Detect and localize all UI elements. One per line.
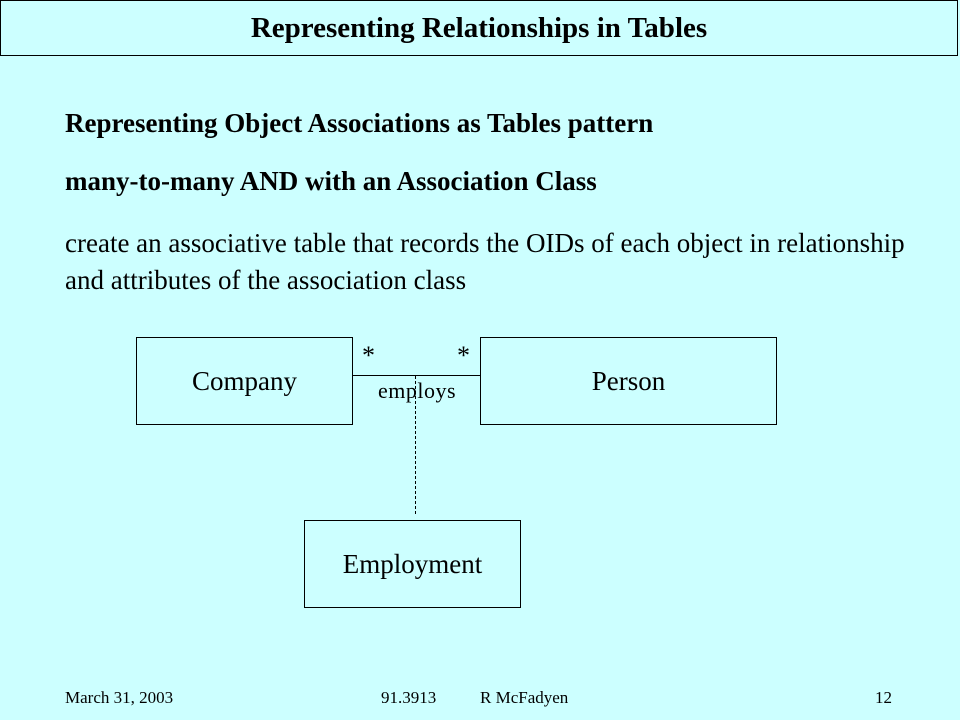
- class-box-person: Person: [480, 337, 777, 425]
- body-text: create an associative table that records…: [65, 228, 905, 295]
- footer-course: 91.3913: [381, 688, 437, 707]
- association-label: employs: [378, 378, 457, 403]
- association-class-box: Employment: [304, 520, 521, 608]
- association-class-link: [415, 376, 416, 514]
- class-label-person: Person: [591, 365, 666, 396]
- heading-case: many-to-many AND with an Association Cla…: [65, 166, 597, 196]
- multiplicity-right: *: [457, 341, 470, 370]
- footer-author: R McFadyen: [480, 688, 569, 707]
- association-line: [352, 375, 481, 376]
- heading-pattern: Representing Object Associations as Tabl…: [65, 108, 654, 138]
- footer-page-number: 12: [875, 688, 892, 707]
- footer-date: March 31, 2003: [65, 688, 174, 707]
- association-class-label: Employment: [342, 548, 483, 579]
- class-box-company: Company: [136, 337, 353, 425]
- class-label-company: Company: [192, 365, 297, 396]
- multiplicity-left: *: [362, 341, 375, 370]
- slide-title-text: Representing Relationships in Tables: [250, 11, 708, 44]
- slide-title: Representing Relationships in Tables: [0, 0, 958, 56]
